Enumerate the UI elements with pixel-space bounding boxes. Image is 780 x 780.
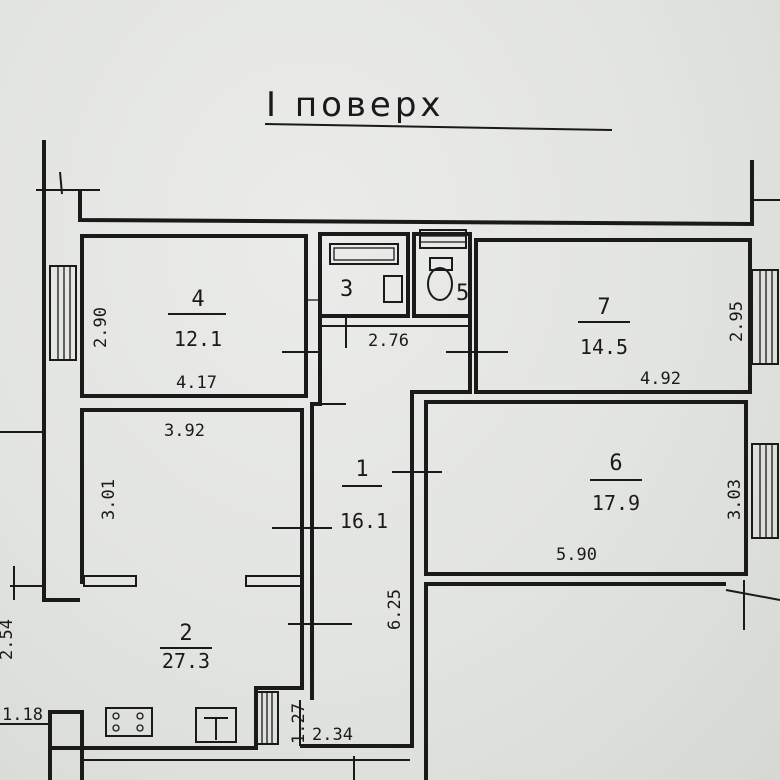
room-2-number: 2 bbox=[179, 621, 192, 646]
toilet-icon bbox=[427, 267, 453, 301]
room-7-area: 14.5 bbox=[580, 335, 628, 359]
room-2-width: 3.92 bbox=[164, 421, 205, 441]
exterior-walls bbox=[0, 140, 780, 602]
room-7-height: 2.95 bbox=[727, 301, 747, 342]
room-4-number: 4 bbox=[191, 287, 204, 312]
room-3-number: 3 bbox=[340, 277, 353, 302]
sink-cabinet-icon bbox=[195, 707, 237, 743]
room-6-height: 3.03 bbox=[725, 479, 745, 520]
room-7 bbox=[446, 238, 752, 394]
room-6-area: 17.9 bbox=[592, 491, 640, 515]
room-2-area: 27.3 bbox=[162, 649, 210, 673]
room-6 bbox=[392, 400, 748, 576]
room-4 bbox=[80, 234, 318, 398]
stove-icon bbox=[105, 707, 153, 737]
room-4-width: 4.17 bbox=[176, 373, 217, 393]
room-1-length: 6.25 bbox=[385, 589, 405, 630]
room-1-corridor bbox=[300, 316, 472, 748]
wc-ventilation-icon bbox=[419, 229, 467, 249]
bathtub-icon bbox=[329, 243, 399, 265]
room-3-bathroom bbox=[318, 232, 410, 348]
room-7-label: 7 14.5 4.92 2.95 bbox=[578, 295, 747, 389]
room-6-width: 5.90 bbox=[556, 545, 597, 565]
room-2-label: 2 27.3 3.92 3.01 bbox=[99, 421, 212, 673]
room-4-area: 12.1 bbox=[174, 327, 222, 351]
room-1-number: 1 bbox=[355, 457, 368, 482]
window-right-middle bbox=[751, 443, 779, 539]
room-2 bbox=[50, 408, 352, 750]
sink-icon bbox=[383, 275, 403, 303]
closet-width-dim: 2.34 bbox=[312, 725, 353, 745]
window-left bbox=[49, 265, 77, 361]
room-7-number: 7 bbox=[597, 295, 610, 320]
room-5-number: 5 bbox=[456, 281, 469, 306]
left-edge-dim-b: 2.54 bbox=[0, 619, 17, 660]
title-underline bbox=[264, 123, 613, 131]
room-1-label: 1 16.1 6.25 bbox=[340, 457, 405, 630]
room-7-width: 4.92 bbox=[640, 369, 681, 389]
room-4-height: 2.90 bbox=[91, 307, 111, 348]
room-6-label: 6 17.9 5.90 3.03 bbox=[556, 451, 745, 565]
room-4-label: 4 12.1 4.17 2.90 bbox=[91, 287, 226, 393]
bath-width-dim: 2.76 bbox=[368, 331, 409, 351]
window-right-top bbox=[751, 269, 779, 365]
room-1-area: 16.1 bbox=[340, 509, 388, 533]
room-6-number: 6 bbox=[609, 451, 622, 476]
room-2-height: 3.01 bbox=[99, 479, 119, 520]
left-edge-dim-a: 1.18 bbox=[2, 705, 43, 725]
room-5-wc bbox=[412, 229, 472, 318]
plan-title: I поверх bbox=[266, 85, 445, 125]
lower-walls bbox=[0, 566, 780, 780]
closet-height-dim: 1.27 bbox=[289, 703, 309, 744]
